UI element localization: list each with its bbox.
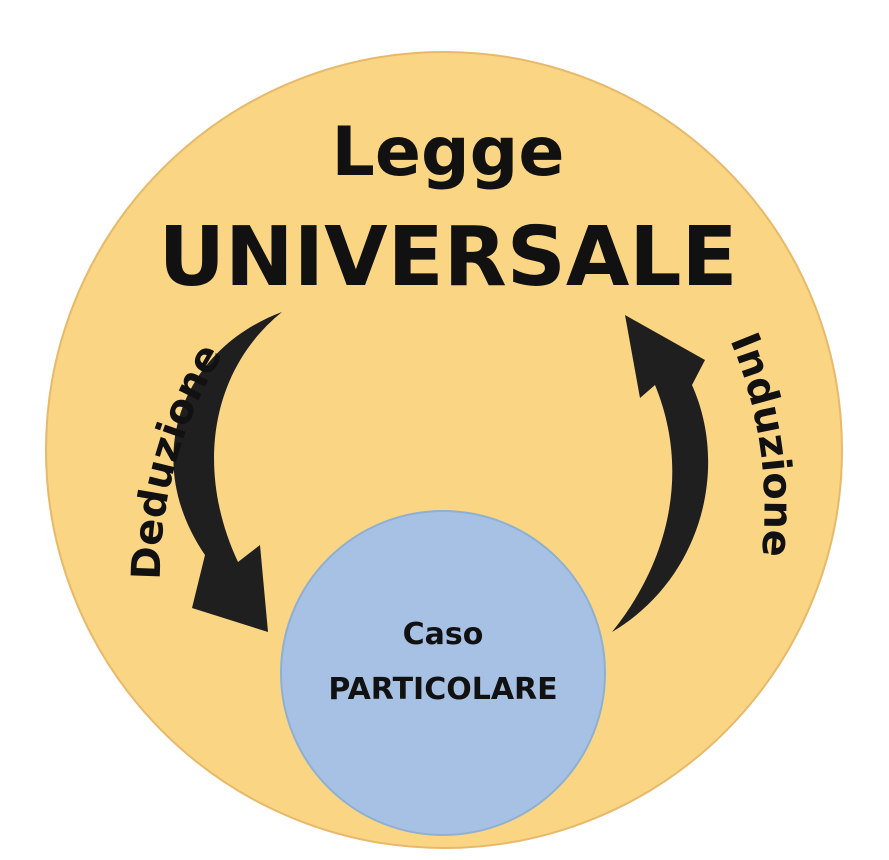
induction-arrow-body <box>612 315 709 632</box>
universal-title-line1: Legge <box>332 113 565 192</box>
universal-circle <box>45 51 843 849</box>
deduction-arrow <box>173 312 282 632</box>
universal-title-line2: UNIVERSALE <box>158 210 737 305</box>
deduction-arrow-body <box>173 312 282 632</box>
particular-title-line1: Caso <box>403 617 484 652</box>
particular-title-line2: PARTICOLARE <box>328 672 557 707</box>
induction-arrow <box>612 315 709 632</box>
particular-circle <box>280 510 606 836</box>
